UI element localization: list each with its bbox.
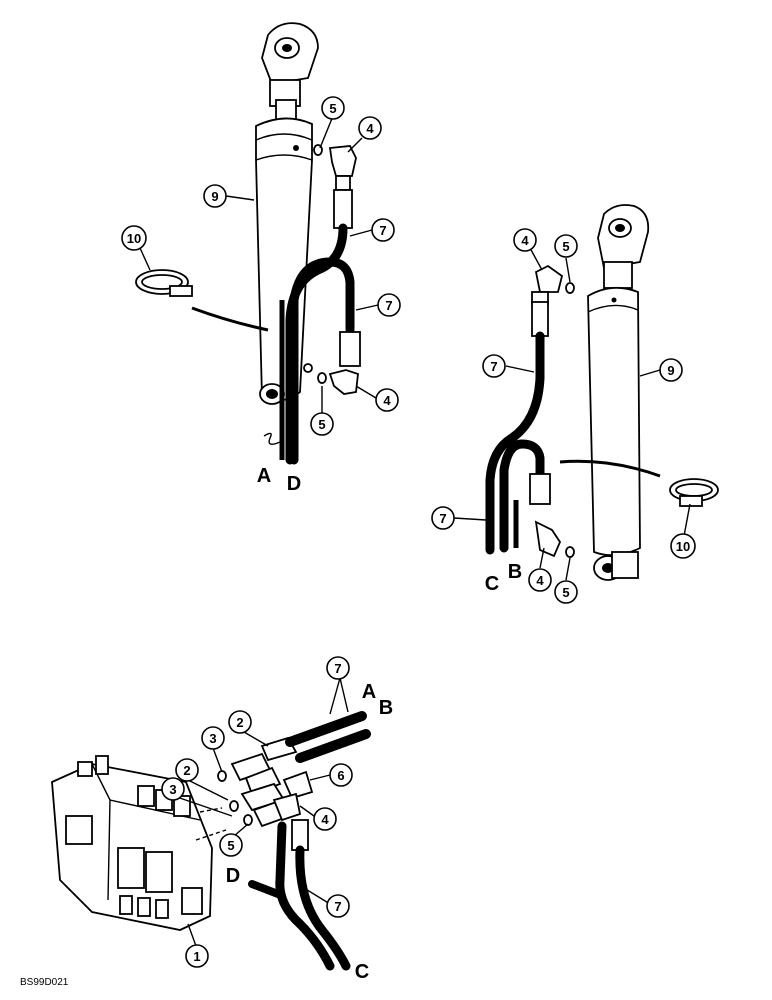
- callout-right-10: 10: [676, 539, 690, 554]
- left-cylinder-clevis: [261, 22, 319, 107]
- callout-valve-5: 5: [227, 838, 234, 853]
- letter-right-c: C: [485, 573, 499, 595]
- right-bottom-elbow-fitting: [534, 520, 575, 558]
- callout-left-5-top: 5: [329, 101, 336, 116]
- callout-valve-2-bottom: 2: [183, 763, 190, 778]
- left-hoses: [279, 189, 361, 465]
- valve-upper-hoses: [285, 711, 371, 763]
- callout-right-7-top: 7: [490, 359, 497, 374]
- callout-valve-1: 1: [193, 949, 200, 964]
- letter-valve-a: A: [362, 681, 376, 703]
- callout-right-5-bottom: 5: [562, 585, 569, 600]
- callout-left-4-top: 4: [366, 121, 374, 136]
- callout-right-7-bottom: 7: [439, 511, 446, 526]
- right-callouts: 4 5 7 9 7 4 5 10 C B: [431, 228, 696, 604]
- callout-right-5-top: 5: [562, 239, 569, 254]
- callout-valve-6: 6: [337, 768, 344, 783]
- callout-left-7-top: 7: [379, 223, 386, 238]
- control-valve-group: [51, 711, 371, 971]
- right-cylinder-assembly: [485, 204, 719, 581]
- letter-valve-d: D: [226, 865, 240, 887]
- control-valve-body: [51, 755, 213, 931]
- callout-left-5-bottom: 5: [318, 417, 325, 432]
- callout-left-10: 10: [127, 231, 141, 246]
- callout-left-9: 9: [211, 189, 218, 204]
- right-cylinder-clevis: [597, 204, 650, 289]
- letter-left-d: D: [287, 473, 301, 495]
- valve-lower-hoses: [248, 819, 351, 971]
- callout-valve-3-bottom: 3: [169, 782, 176, 797]
- right-cylinder-barrel: [587, 286, 641, 581]
- left-cylinder-assembly: [135, 22, 361, 465]
- left-top-elbow-fitting: [313, 144, 357, 191]
- left-hose-clamp: [135, 269, 269, 332]
- valve-fittings: [217, 736, 314, 828]
- right-hose-clamp: [559, 459, 719, 507]
- callout-right-4-bottom: 4: [536, 573, 544, 588]
- callout-valve-4: 4: [321, 812, 329, 827]
- callout-left-7-mid: 7: [385, 298, 392, 313]
- callout-valve-2-top: 2: [236, 715, 243, 730]
- letter-left-a: A: [257, 465, 271, 487]
- callout-valve-7-bottom: 7: [334, 899, 341, 914]
- callout-right-4-top: 4: [521, 233, 529, 248]
- callout-right-9: 9: [667, 363, 674, 378]
- callout-valve-3-top: 3: [209, 731, 216, 746]
- left-hose-a-end: [263, 432, 281, 445]
- left-callouts: 5 4 9 7 10 7 5 4 A D: [121, 96, 401, 495]
- right-hoses: [485, 301, 551, 555]
- letter-valve-c: C: [355, 961, 369, 983]
- letter-right-b: B: [508, 561, 522, 583]
- letter-valve-b: B: [379, 697, 393, 719]
- figure-code: BS99D021: [20, 977, 69, 988]
- callout-valve-7-top: 7: [334, 661, 341, 676]
- left-bottom-elbow-fitting: [317, 369, 359, 395]
- right-top-elbow-fitting: [531, 264, 575, 305]
- valve-callouts: 7 2 3 2 3 6 4 5 7 1 A B D C: [161, 656, 393, 983]
- callout-left-4-bottom: 4: [383, 393, 391, 408]
